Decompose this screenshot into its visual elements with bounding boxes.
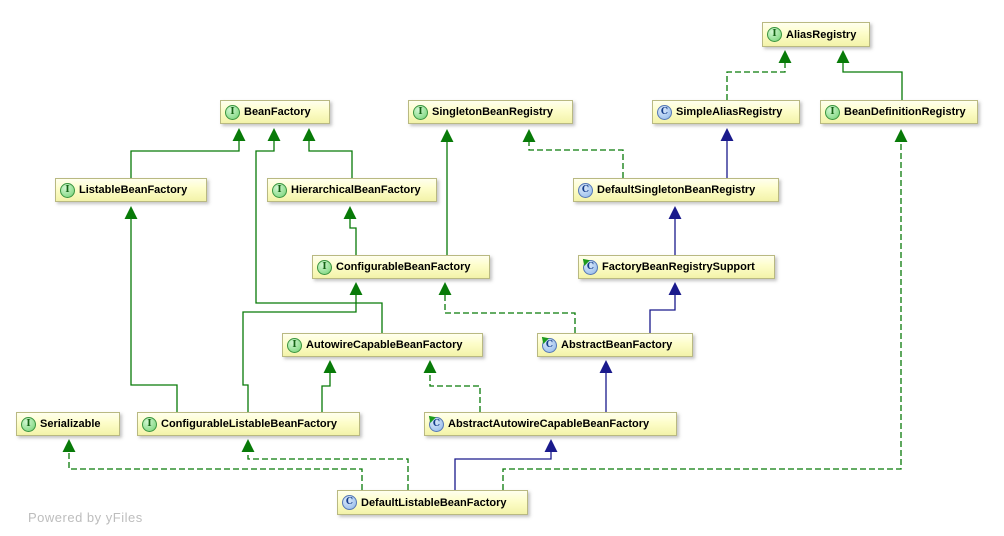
class-node-simplealiasregistry[interactable]: C SimpleAliasRegistry (652, 100, 800, 124)
class-name-label: BeanFactory (244, 106, 311, 118)
interface-icon: I (272, 182, 287, 198)
interface-icon: I (60, 182, 75, 198)
class-node-hierarchicalbeanfactory[interactable]: I HierarchicalBeanFactory (267, 178, 437, 202)
class-node-aliasregistry[interactable]: I AliasRegistry (762, 22, 870, 47)
edge-defaultlistablebeanfactory-implements-serializable (62, 439, 363, 490)
class-node-serializable[interactable]: I Serializable (16, 412, 120, 436)
class-node-abstractautowirecapablebeanfactory[interactable]: C AbstractAutowireCapableBeanFactory (424, 412, 677, 436)
class-node-abstractbeanfactory[interactable]: C AbstractBeanFactory (537, 333, 693, 357)
edge-autowirecapablebeanfactory-extends-beanfactory (255, 128, 383, 333)
class-name-label: FactoryBeanRegistrySupport (602, 261, 755, 273)
edge-configurablelistablebeanfactory-extends-configurablebeanfactory (242, 282, 363, 412)
edge-abstractbeanfactory-extends-factorybeanregistrysupport (649, 282, 682, 333)
edge-abstractautowirecapablebeanfactory-implements-autowirecapablebeanfactory (423, 360, 481, 412)
class-node-autowirecapablebeanfactory[interactable]: I AutowireCapableBeanFactory (282, 333, 483, 357)
class-name-label: AbstractAutowireCapableBeanFactory (448, 418, 650, 430)
edge-configurablebeanfactory-extends-hierarchicalbeanfactory (343, 206, 357, 255)
edge-simplealiasregistry-implements-aliasregistry (726, 50, 792, 100)
interface-icon: I (413, 104, 428, 120)
interface-icon: I (142, 416, 157, 432)
class-name-label: ConfigurableListableBeanFactory (161, 418, 338, 430)
class-node-listablebeanfactory[interactable]: I ListableBeanFactory (55, 178, 207, 202)
interface-icon: I (287, 337, 302, 353)
interface-icon: I (21, 416, 36, 432)
abstract-class-icon: C (429, 416, 444, 432)
interface-icon: I (767, 27, 782, 42)
class-name-label: SimpleAliasRegistry (676, 106, 783, 118)
class-name-label: AliasRegistry (786, 28, 857, 41)
class-name-label: DefaultListableBeanFactory (361, 496, 507, 509)
class-icon: C (578, 182, 593, 198)
interface-icon: I (825, 104, 840, 120)
class-name-label: Serializable (40, 418, 101, 430)
class-node-beandefinitionregistry[interactable]: I BeanDefinitionRegistry (820, 100, 978, 124)
class-node-configurablebeanfactory[interactable]: I ConfigurableBeanFactory (312, 255, 490, 279)
class-node-defaultsingletonbeanregistry[interactable]: C DefaultSingletonBeanRegistry (573, 178, 779, 202)
class-node-configurablelistablebeanfactory[interactable]: I ConfigurableListableBeanFactory (137, 412, 360, 436)
powered-by-yfiles-watermark: Powered by yFiles (28, 510, 143, 525)
edge-defaultlistablebeanfactory-implements-beandefinitionregistry (502, 129, 908, 490)
interface-icon: I (225, 104, 240, 120)
class-name-label: HierarchicalBeanFactory (291, 184, 421, 196)
class-node-factorybeanregistrysupport[interactable]: C FactoryBeanRegistrySupport (578, 255, 775, 279)
edge-listablebeanfactory-extends-beanfactory (130, 128, 246, 178)
class-name-label: ConfigurableBeanFactory (336, 261, 471, 273)
edge-beandefinitionregistry-extends-aliasregistry (836, 50, 903, 100)
abstract-class-icon: C (542, 337, 557, 353)
class-name-label: ListableBeanFactory (79, 184, 188, 196)
edge-configurablelistablebeanfactory-extends-listablebeanfactory (124, 206, 178, 412)
edge-abstractbeanfactory-implements-configurablebeanfactory (438, 282, 576, 333)
abstract-class-icon: C (583, 259, 598, 275)
edge-defaultsingletonbeanregistry-implements-singletonbeanregistry (522, 129, 624, 178)
class-name-label: BeanDefinitionRegistry (844, 106, 966, 118)
edge-hierarchicalbeanfactory-extends-beanfactory (302, 128, 353, 178)
class-icon: C (342, 495, 357, 510)
class-node-defaultlistablebeanfactory[interactable]: C DefaultListableBeanFactory (337, 490, 528, 515)
interface-icon: I (317, 259, 332, 275)
edge-defaultlistablebeanfactory-implements-configurablelistablebeanfactory (241, 439, 409, 490)
edge-defaultlistablebeanfactory-extends-abstractautowirecapablebeanfactory (454, 439, 558, 490)
class-name-label: AutowireCapableBeanFactory (306, 339, 463, 351)
class-name-label: SingletonBeanRegistry (432, 106, 554, 118)
edge-configurablelistablebeanfactory-extends-autowirecapablebeanfactory (321, 360, 337, 412)
class-icon: C (657, 104, 672, 120)
class-name-label: DefaultSingletonBeanRegistry (597, 184, 756, 196)
class-name-label: AbstractBeanFactory (561, 339, 673, 351)
class-node-beanfactory[interactable]: I BeanFactory (220, 100, 330, 124)
class-node-singletonbeanregistry[interactable]: I SingletonBeanRegistry (408, 100, 573, 124)
